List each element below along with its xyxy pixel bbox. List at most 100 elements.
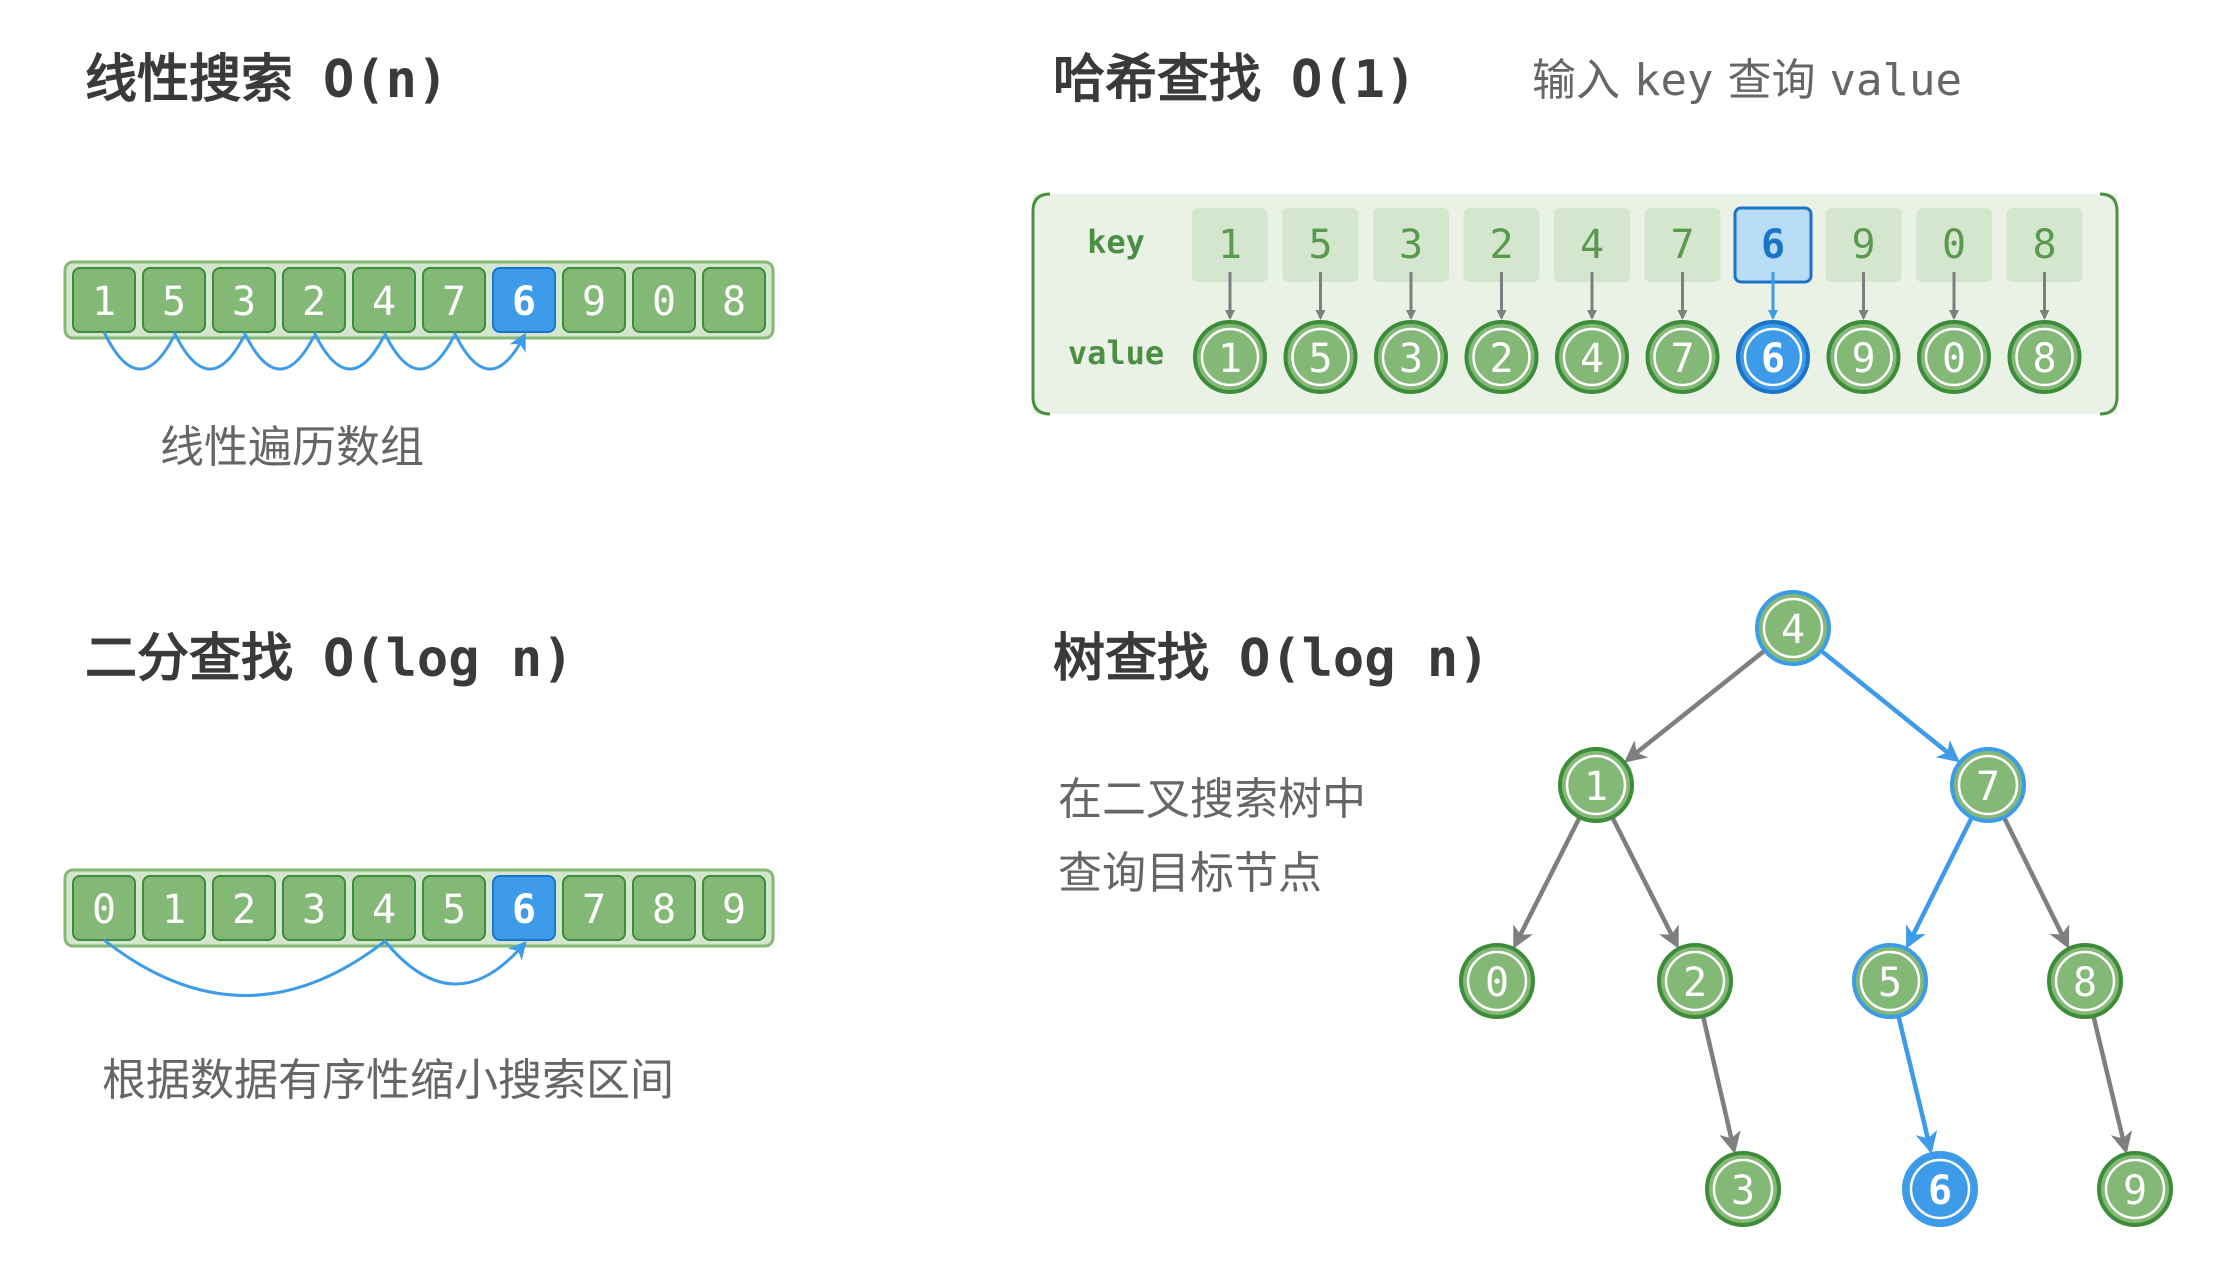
hash-value-text: 5 [1308, 336, 1332, 382]
binary-cell-value: 2 [232, 887, 256, 933]
tree-search-path-edge [1819, 648, 1960, 763]
hash-key-text: 8 [2032, 222, 2056, 268]
linear-step-arc [242, 331, 316, 371]
hash-value-node [1645, 320, 1720, 394]
hash-value-node [2007, 320, 2082, 394]
hash-value-text: 6 [1761, 336, 1785, 382]
tree-edge [1513, 816, 1582, 949]
hash-key-cell [1282, 208, 1359, 282]
tree-node-label: 7 [1976, 764, 2000, 810]
hash-value-node [1374, 320, 1448, 394]
hash-value-node [1917, 320, 1991, 394]
tree-edge [1610, 816, 1679, 949]
binary-cell [282, 875, 346, 941]
hash-value-node [1464, 320, 1539, 394]
binary-cell-value: 3 [302, 887, 326, 933]
tree-edges [1513, 648, 2133, 1154]
tree-node-label: 5 [1878, 960, 1902, 1006]
binary-cell [632, 875, 696, 941]
binary-cell-value: 4 [372, 887, 396, 933]
hash-key-cell [1192, 208, 1268, 282]
binary-cell-value: 9 [722, 887, 746, 933]
hash-value-ring [2015, 327, 2074, 387]
linear-step-arc [452, 331, 526, 371]
hash-key-cell [1644, 208, 1721, 282]
linear-cell-value: 2 [302, 279, 326, 325]
hash-value-ring [1743, 327, 1803, 387]
binary-cell [422, 875, 486, 941]
tree-node-ring [1957, 754, 2019, 816]
tree-edge [2001, 816, 2070, 949]
linear-traversal-arcs [102, 331, 526, 371]
hash-value-ring [1562, 327, 1622, 387]
tree-node-label: 9 [2123, 1168, 2147, 1214]
tree-node-label: 6 [1928, 1168, 1952, 1214]
binary-cell-value: 5 [442, 887, 466, 933]
tree-edge [1624, 648, 1767, 763]
linear-cell-value: 3 [232, 279, 256, 325]
hash-key-cell [1916, 208, 1992, 282]
hash-value-text: 1 [1218, 336, 1242, 382]
hash-key-text: 0 [1942, 222, 1966, 268]
binary-jump-arc [382, 939, 527, 986]
tree-node-ring [2054, 950, 2116, 1012]
hash-key-text: 7 [1670, 222, 1694, 268]
hash-key-cell [1554, 208, 1630, 282]
linear-step-arc [102, 331, 176, 371]
hash-value-node [1283, 320, 1358, 394]
linear-cell [702, 267, 766, 333]
tree-node-label: 3 [1731, 1168, 1755, 1214]
hash-value-text: 4 [1580, 336, 1604, 382]
tree-node-9 [2097, 1151, 2173, 1227]
hash-value-node [1555, 320, 1629, 394]
tree-node-4 [1755, 590, 1831, 666]
hash-value-ring [1924, 327, 1984, 387]
hash-value-node [1826, 320, 1901, 394]
hash-key-text: 5 [1308, 222, 1332, 268]
linear-cell-value: 6 [512, 279, 536, 325]
tree-node-5 [1852, 943, 1928, 1019]
tree-caption-line1: 在二叉搜索树中 [1058, 774, 1366, 825]
hash-key-cell [1825, 208, 1902, 282]
tree-node-8 [2047, 943, 2123, 1019]
linear-cell-value: 8 [722, 279, 746, 325]
hash-value-label: value [1068, 334, 1164, 372]
binary-cell-value: 0 [92, 887, 116, 933]
hash-value-text: 0 [1942, 336, 1966, 382]
hash-key-cell [1373, 208, 1449, 282]
linear-cell [562, 267, 626, 333]
hash-value-text: 2 [1489, 336, 1513, 382]
hash-value-node [1193, 320, 1267, 394]
hash-key-cell [1463, 208, 1540, 282]
binary-cell-value: 1 [162, 887, 186, 933]
tree-node-0 [1459, 943, 1535, 1019]
tree-edge [1700, 1015, 1741, 1154]
linear-cell-value: 0 [652, 279, 676, 325]
hash-left-bracket [1031, 192, 1051, 416]
binary-cell [702, 875, 766, 941]
tree-node-label: 4 [1781, 607, 1805, 653]
tree-search-path-edge [1905, 816, 1974, 949]
tree-node-ring [1909, 1158, 1971, 1220]
tree-node-ring [1565, 754, 1627, 816]
tree-node-label: 0 [1485, 960, 1509, 1006]
linear-step-arc [172, 331, 246, 371]
linear-cell-value: 7 [442, 279, 466, 325]
hash-value-ring [1200, 327, 1260, 387]
hash-key-text: 1 [1218, 222, 1242, 268]
hash-value-ring [1834, 327, 1893, 387]
hash-value-node-target [1736, 320, 1810, 394]
tree-node-ring [1712, 1158, 1774, 1220]
binary-caption: 根据数据有序性缩小搜索区间 [102, 1055, 674, 1106]
hash-key-cell [2006, 208, 2083, 282]
binary-jump-arc [103, 938, 385, 997]
